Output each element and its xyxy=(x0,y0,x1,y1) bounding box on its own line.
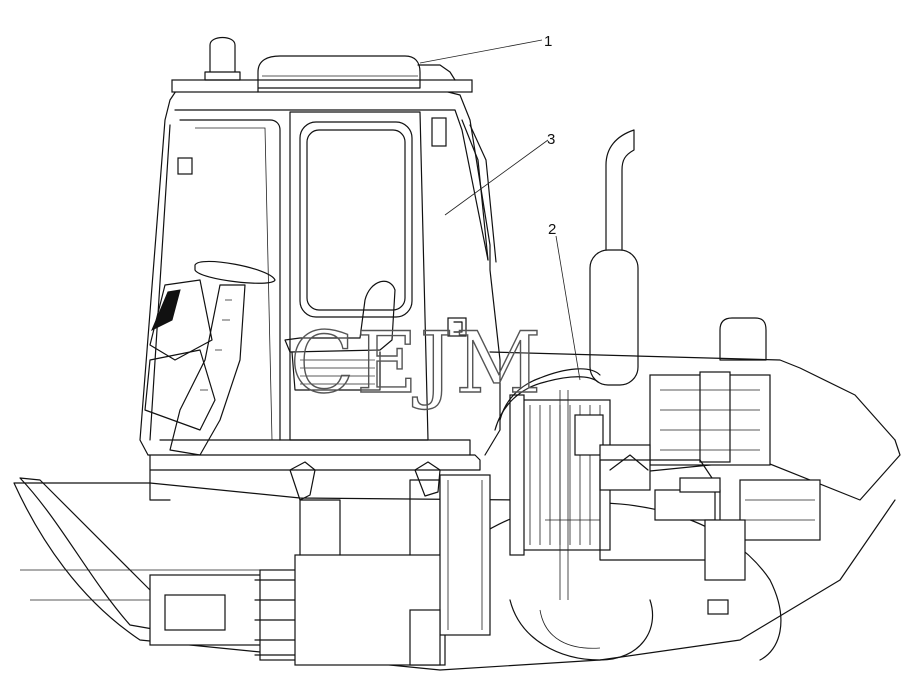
beacon-light xyxy=(204,36,241,81)
operator-seat xyxy=(284,280,396,353)
transmission xyxy=(739,479,821,541)
side-mirror xyxy=(431,117,447,147)
callout-3: 3 xyxy=(547,131,555,148)
leader-line-3 xyxy=(444,139,549,216)
callout-1: 1 xyxy=(544,33,552,50)
right-bracket xyxy=(414,461,441,497)
left-bracket xyxy=(289,461,316,501)
watermark-logo: CEJM xyxy=(290,314,543,412)
cab-base xyxy=(147,454,481,501)
steering-column xyxy=(169,284,246,456)
fuel-pump xyxy=(574,414,604,456)
door-window xyxy=(299,121,413,318)
hose-line xyxy=(499,368,601,421)
leader-line-1 xyxy=(419,39,543,64)
windshield-frame xyxy=(149,119,281,441)
starter-motor xyxy=(654,489,716,521)
cab-door xyxy=(289,111,429,441)
roof-rail xyxy=(171,79,473,93)
instrument-panel xyxy=(149,279,213,361)
front-blade xyxy=(19,477,171,633)
muffler xyxy=(589,249,639,386)
hood-line xyxy=(489,351,896,441)
exhaust-stack xyxy=(605,129,635,251)
roof-cover xyxy=(257,55,421,93)
leader-line-2 xyxy=(555,235,581,381)
air-cleaner xyxy=(719,317,767,361)
steering-wheel xyxy=(194,260,276,284)
floor-pedal xyxy=(144,349,216,431)
callout-2: 2 xyxy=(548,221,556,238)
handrail xyxy=(461,119,497,263)
